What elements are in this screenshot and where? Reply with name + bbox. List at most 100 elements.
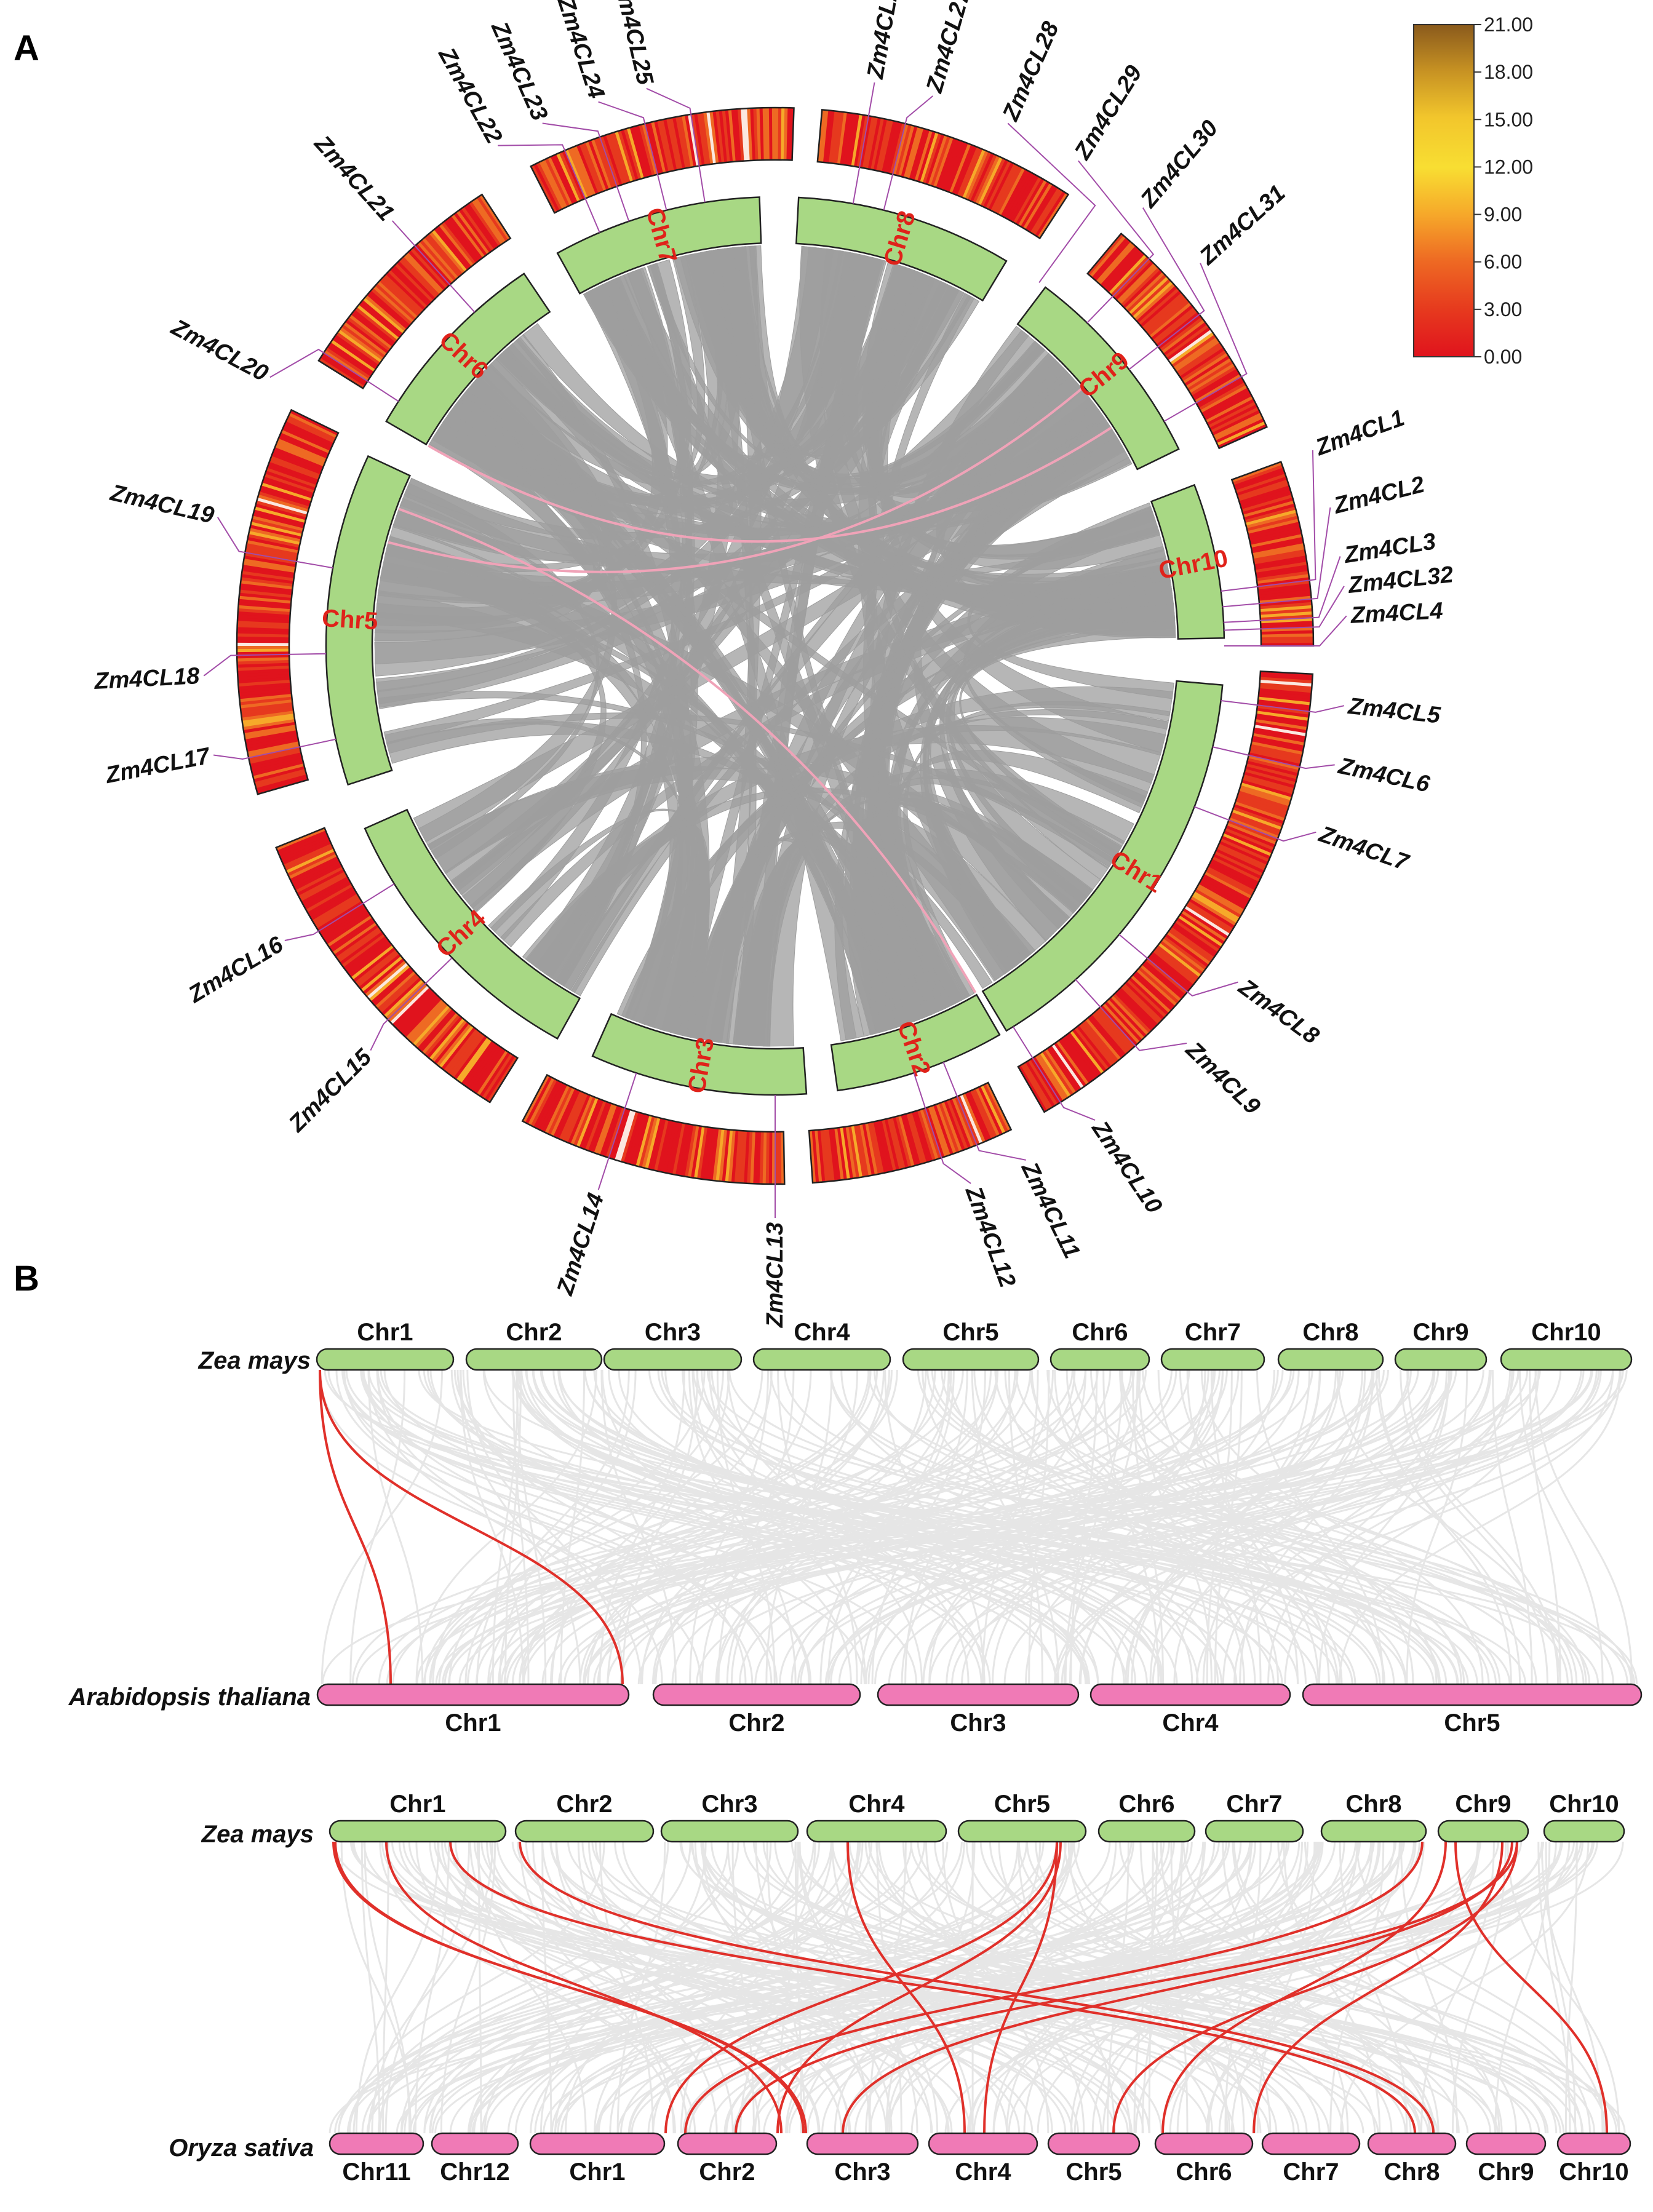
maize-chromosome: Chr4 [752,1319,891,1371]
heat-cell [938,139,960,189]
heat-cell [1261,633,1313,638]
heat-cell [1087,1016,1124,1059]
heat-cell [1154,947,1198,983]
heat-cell [741,108,747,161]
heat-cell [1250,744,1302,758]
partner-chromosome: Chr2 [677,2132,778,2186]
heat-cell [1251,741,1303,755]
heat-cell [1250,534,1303,548]
heat-cell [1245,506,1296,523]
species-label-maize: Zea mays [198,1347,311,1374]
background-link [476,1369,630,1685]
heat-cell [252,763,305,779]
heat-cell [241,707,294,718]
heat-cell [559,1091,583,1140]
chromosome-bar [1465,2132,1547,2155]
heat-cell [1244,769,1296,786]
heat-cell [1232,806,1283,828]
heat-cell [817,1129,826,1182]
background-link [333,1841,1430,2134]
heat-cell [1214,851,1264,877]
heat-cell [585,141,607,191]
heat-cell [986,161,1012,210]
heat-cell [288,853,337,879]
heat-cell [959,1094,983,1144]
heat-cell [906,1113,924,1164]
heat-cell [292,861,341,888]
heat-cell [1140,290,1182,328]
heat-cell [635,125,653,177]
chromosome-bar-label: Chr10 [1549,1791,1619,1818]
heat-cell [530,1078,557,1127]
gene-tick [213,738,337,760]
background-link [854,1841,1420,2134]
background-link [727,1369,970,1685]
heat-cell [1247,519,1299,535]
heat-cell [1255,565,1308,576]
maize-chromosome: Chr3 [603,1319,743,1371]
gene-marker: Zm4CL18 [93,653,327,694]
background-link [476,1841,587,2134]
background-link [321,1369,444,1685]
heat-cell [455,1037,490,1081]
heat-cell [268,461,319,483]
chromosome-bar [806,2132,919,2155]
heat-cell [379,278,420,317]
heat-cell [638,1116,655,1168]
heat-cell [1260,677,1313,684]
heat-cell [282,840,332,865]
heat-cell [1118,265,1158,305]
heat-cell [237,608,290,615]
background-link [429,1369,870,1685]
gene-tick [1078,160,1155,324]
gene-tick [1118,934,1238,997]
heat-cell [553,154,578,204]
partner-chromosome: Chr11 [329,2132,424,2186]
syntenic-link [442,263,919,507]
heat-cell [1022,183,1053,230]
heat-cell [287,851,336,877]
heat-cell [243,721,296,733]
chromosome-bar [1556,2132,1631,2155]
heat-cell [870,1121,884,1174]
heat-cell [311,893,359,923]
background-link [376,1369,773,1685]
heat-cell [848,113,860,166]
maize-chromosome: Chr9 [1394,1319,1488,1371]
syntenic-link [616,717,1166,1019]
gene-label: Zm4CL15 [284,1044,377,1137]
heat-cell [245,735,298,749]
background-link [440,1841,496,2134]
legend-tick-label: 18.00 [1484,61,1533,83]
background-link [840,1841,1584,2134]
background-link [941,1369,1537,1685]
heat-cell [1189,363,1235,394]
background-link [552,1369,1178,1685]
partner-chromosome: Chr10 [1556,2132,1631,2186]
heat-cell [1235,473,1286,494]
heat-cell [400,995,440,1035]
heat-cell [1205,396,1254,423]
heat-cell [1225,825,1276,848]
heat-cell [448,1032,483,1076]
heat-cell [591,138,612,189]
heat-cell [1203,873,1251,902]
chromosome-bar-label: Chr1 [569,2158,625,2186]
chromosome-bar-label: Chr8 [1345,1791,1401,1818]
background-link [1073,1841,1435,2134]
heat-cell [1257,583,1310,593]
highlight-link [319,1369,392,1685]
heat-cell [878,120,894,172]
maize-chromosome: Chr8 [1320,1791,1427,1843]
heat-cell [241,710,294,721]
heat-cell [362,297,405,334]
chromosome-bar [1500,1348,1633,1371]
chromosome-6: Chr6 [385,273,551,446]
heat-cell [911,1111,930,1163]
background-link [786,1841,1242,2134]
heat-cell [1255,719,1308,731]
heat-cell [345,937,389,973]
heat-cell [1209,404,1258,431]
heat-cell [487,1056,518,1103]
chromosome-bar-label: Chr4 [848,1791,905,1818]
